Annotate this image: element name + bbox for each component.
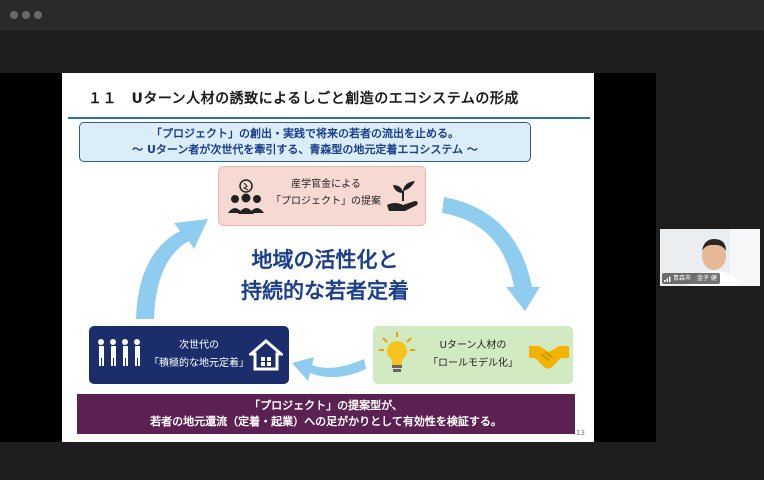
subtitle-box: 「プロジェクト」の創出・実践で将来の若者の流出を止める。 ～ Uターン者が次世代… [79,122,531,162]
local-retention-line-2: 「積極的な地元定着」 [149,358,249,369]
arrow-right-to-left [292,357,366,381]
central-line-1: 地域の活性化と [251,248,399,272]
local-retention-text: 次世代の 「積極的な地元定着」 [149,337,249,373]
conclusion-box: 「プロジェクト」の提案型が、 若者の地元還流（定着・起業）への足がかりとして有効… [77,394,575,434]
arrow-top-to-right [442,197,540,311]
handshake-icon [529,346,569,369]
role-model-text: Uターン人材の 「ロールモデル化」 [421,337,525,373]
proposal-line-1: 産学官金による [291,179,361,190]
local-retention-line-1: 次世代の [179,340,219,351]
proposal-line-2: 「プロジェクト」の提案 [271,196,381,207]
slide-page-number: 13 [576,429,585,437]
participant-name-tag: 青森市 金子 健 [662,273,720,284]
window-minimize-dot[interactable] [22,11,30,19]
role-model-line-1: Uターン人材の [439,340,507,351]
participant-video-tile[interactable]: 青森市 金子 健 [660,229,760,286]
proposal-box: 産学官金による 「プロジェクト」の提案 [218,166,426,226]
subtitle-line-1: 「プロジェクト」の創出・実践で将来の若者の流出を止める。 [151,127,459,140]
participant-name: 青森市 金子 健 [673,275,717,282]
presentation-slide: １１ Uターン人材の誘致によるしごと創造のエコシステムの形成 「プロジェクト」の… [62,73,594,442]
conclusion-line-1: 「プロジェクト」の提案型が、 [249,399,403,412]
shared-screen: １１ Uターン人材の誘致によるしごと創造のエコシステムの形成 「プロジェクト」の… [0,73,656,442]
window-maximize-dot[interactable] [34,11,42,19]
arrow-left-to-top [136,219,208,319]
lightbulb-icon [379,332,415,372]
cycle-arrows [136,197,540,381]
conclusion-line-2: 若者の地元還流（定着・起業）への足がかりとして有効性を検証する。 [150,415,502,428]
house-icon [249,339,283,371]
people-lightbulb-icon [228,179,264,214]
window-titlebar [0,0,764,30]
signal-icon [664,276,671,282]
title-divider [68,117,590,119]
family-icon [98,339,140,366]
sprout-hand-icon [387,181,418,211]
central-message: 地域の活性化と 持続的な若者定着 [210,245,440,307]
role-model-line-2: 「ロールモデル化」 [428,358,518,369]
local-retention-box: 次世代の 「積極的な地元定着」 [89,326,289,384]
central-line-2: 持続的な若者定着 [241,279,409,303]
proposal-text: 産学官金による 「プロジェクト」の提案 [271,176,381,210]
window-close-dot[interactable] [10,11,18,19]
slide-title: １１ Uターン人材の誘致によるしごと創造のエコシステムの形成 [88,91,519,107]
role-model-box: Uターン人材の 「ロールモデル化」 [373,326,573,384]
subtitle-line-2: ～ Uターン者が次世代を牽引する、青森型の地元定着エコシステム ～ [132,143,478,156]
